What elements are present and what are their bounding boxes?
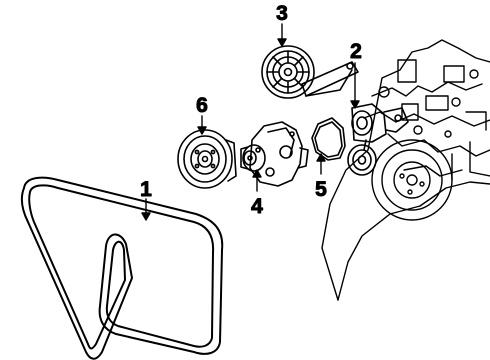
- serpentine-belt: [20, 176, 224, 360]
- callout-1-belt: 1: [140, 178, 152, 201]
- gasket: [311, 117, 346, 161]
- crankshaft-pulley: [371, 139, 453, 221]
- callout-5-gasket: 5: [315, 178, 327, 201]
- engine-block: [321, 39, 490, 301]
- callout-6-pump-pulley: 6: [196, 94, 208, 117]
- callout-2-tensioner: 2: [350, 40, 362, 63]
- idler-bracket: [301, 61, 359, 97]
- water-pump-pulley: [177, 129, 237, 189]
- belt-tensioner: [347, 103, 409, 176]
- callout-4-water-pump: 4: [251, 195, 263, 218]
- idler-pulley: [261, 45, 315, 99]
- water-pump: [240, 121, 309, 187]
- leader-lines: [141, 23, 360, 221]
- callout-3-idler-pulley: 3: [276, 2, 288, 25]
